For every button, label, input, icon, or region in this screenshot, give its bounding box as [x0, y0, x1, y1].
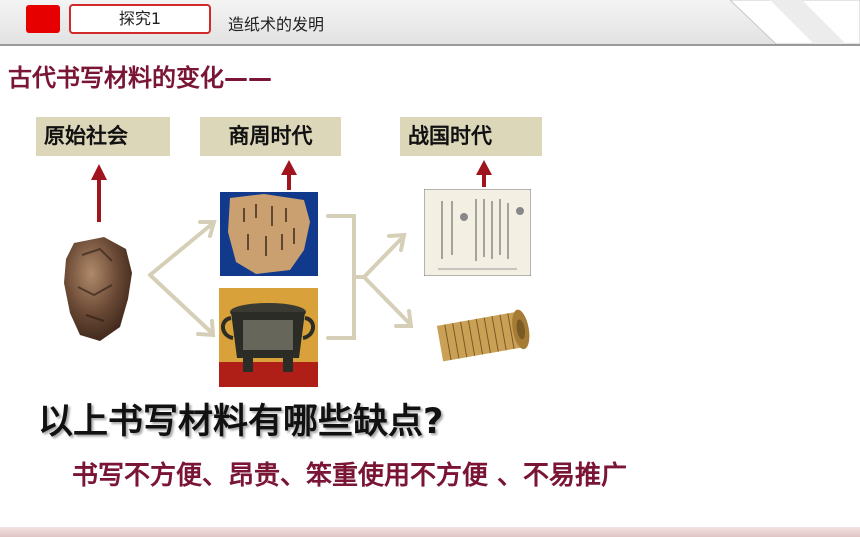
- up-arrow-icon: [91, 164, 107, 222]
- oracle-bone-image: [220, 192, 318, 276]
- question-text: 以上书写材料有哪些缺点?: [38, 402, 444, 442]
- bronze-vessel-image: [219, 288, 318, 387]
- footer-bar: [0, 527, 860, 537]
- era-box-warring-states: 战国时代: [400, 117, 542, 156]
- era-box-primitive: 原始社会: [36, 117, 170, 156]
- page-title: 古代书写材料的变化——: [8, 64, 272, 92]
- top-bar: 探究1 造纸术的发明: [0, 0, 860, 46]
- answer-text: 书写不方便、昂贵、笨重使用不方便 、不易推广: [72, 461, 628, 491]
- section-tab[interactable]: 探究1: [69, 4, 211, 34]
- connector-arrow-icon: [148, 220, 217, 338]
- bamboo-scroll-image: [436, 309, 530, 362]
- breadcrumb: 造纸术的发明: [228, 15, 325, 34]
- era-box-shang-zhou: 商周时代: [200, 117, 341, 156]
- bracket-connector-icon: [326, 214, 414, 340]
- bamboo-manuscript-image: [424, 189, 531, 276]
- red-marker-icon: [26, 5, 60, 33]
- stone-image: [64, 237, 132, 341]
- corner-decoration: [730, 0, 860, 44]
- up-arrow-icon: [281, 160, 297, 190]
- up-arrow-icon: [476, 160, 492, 187]
